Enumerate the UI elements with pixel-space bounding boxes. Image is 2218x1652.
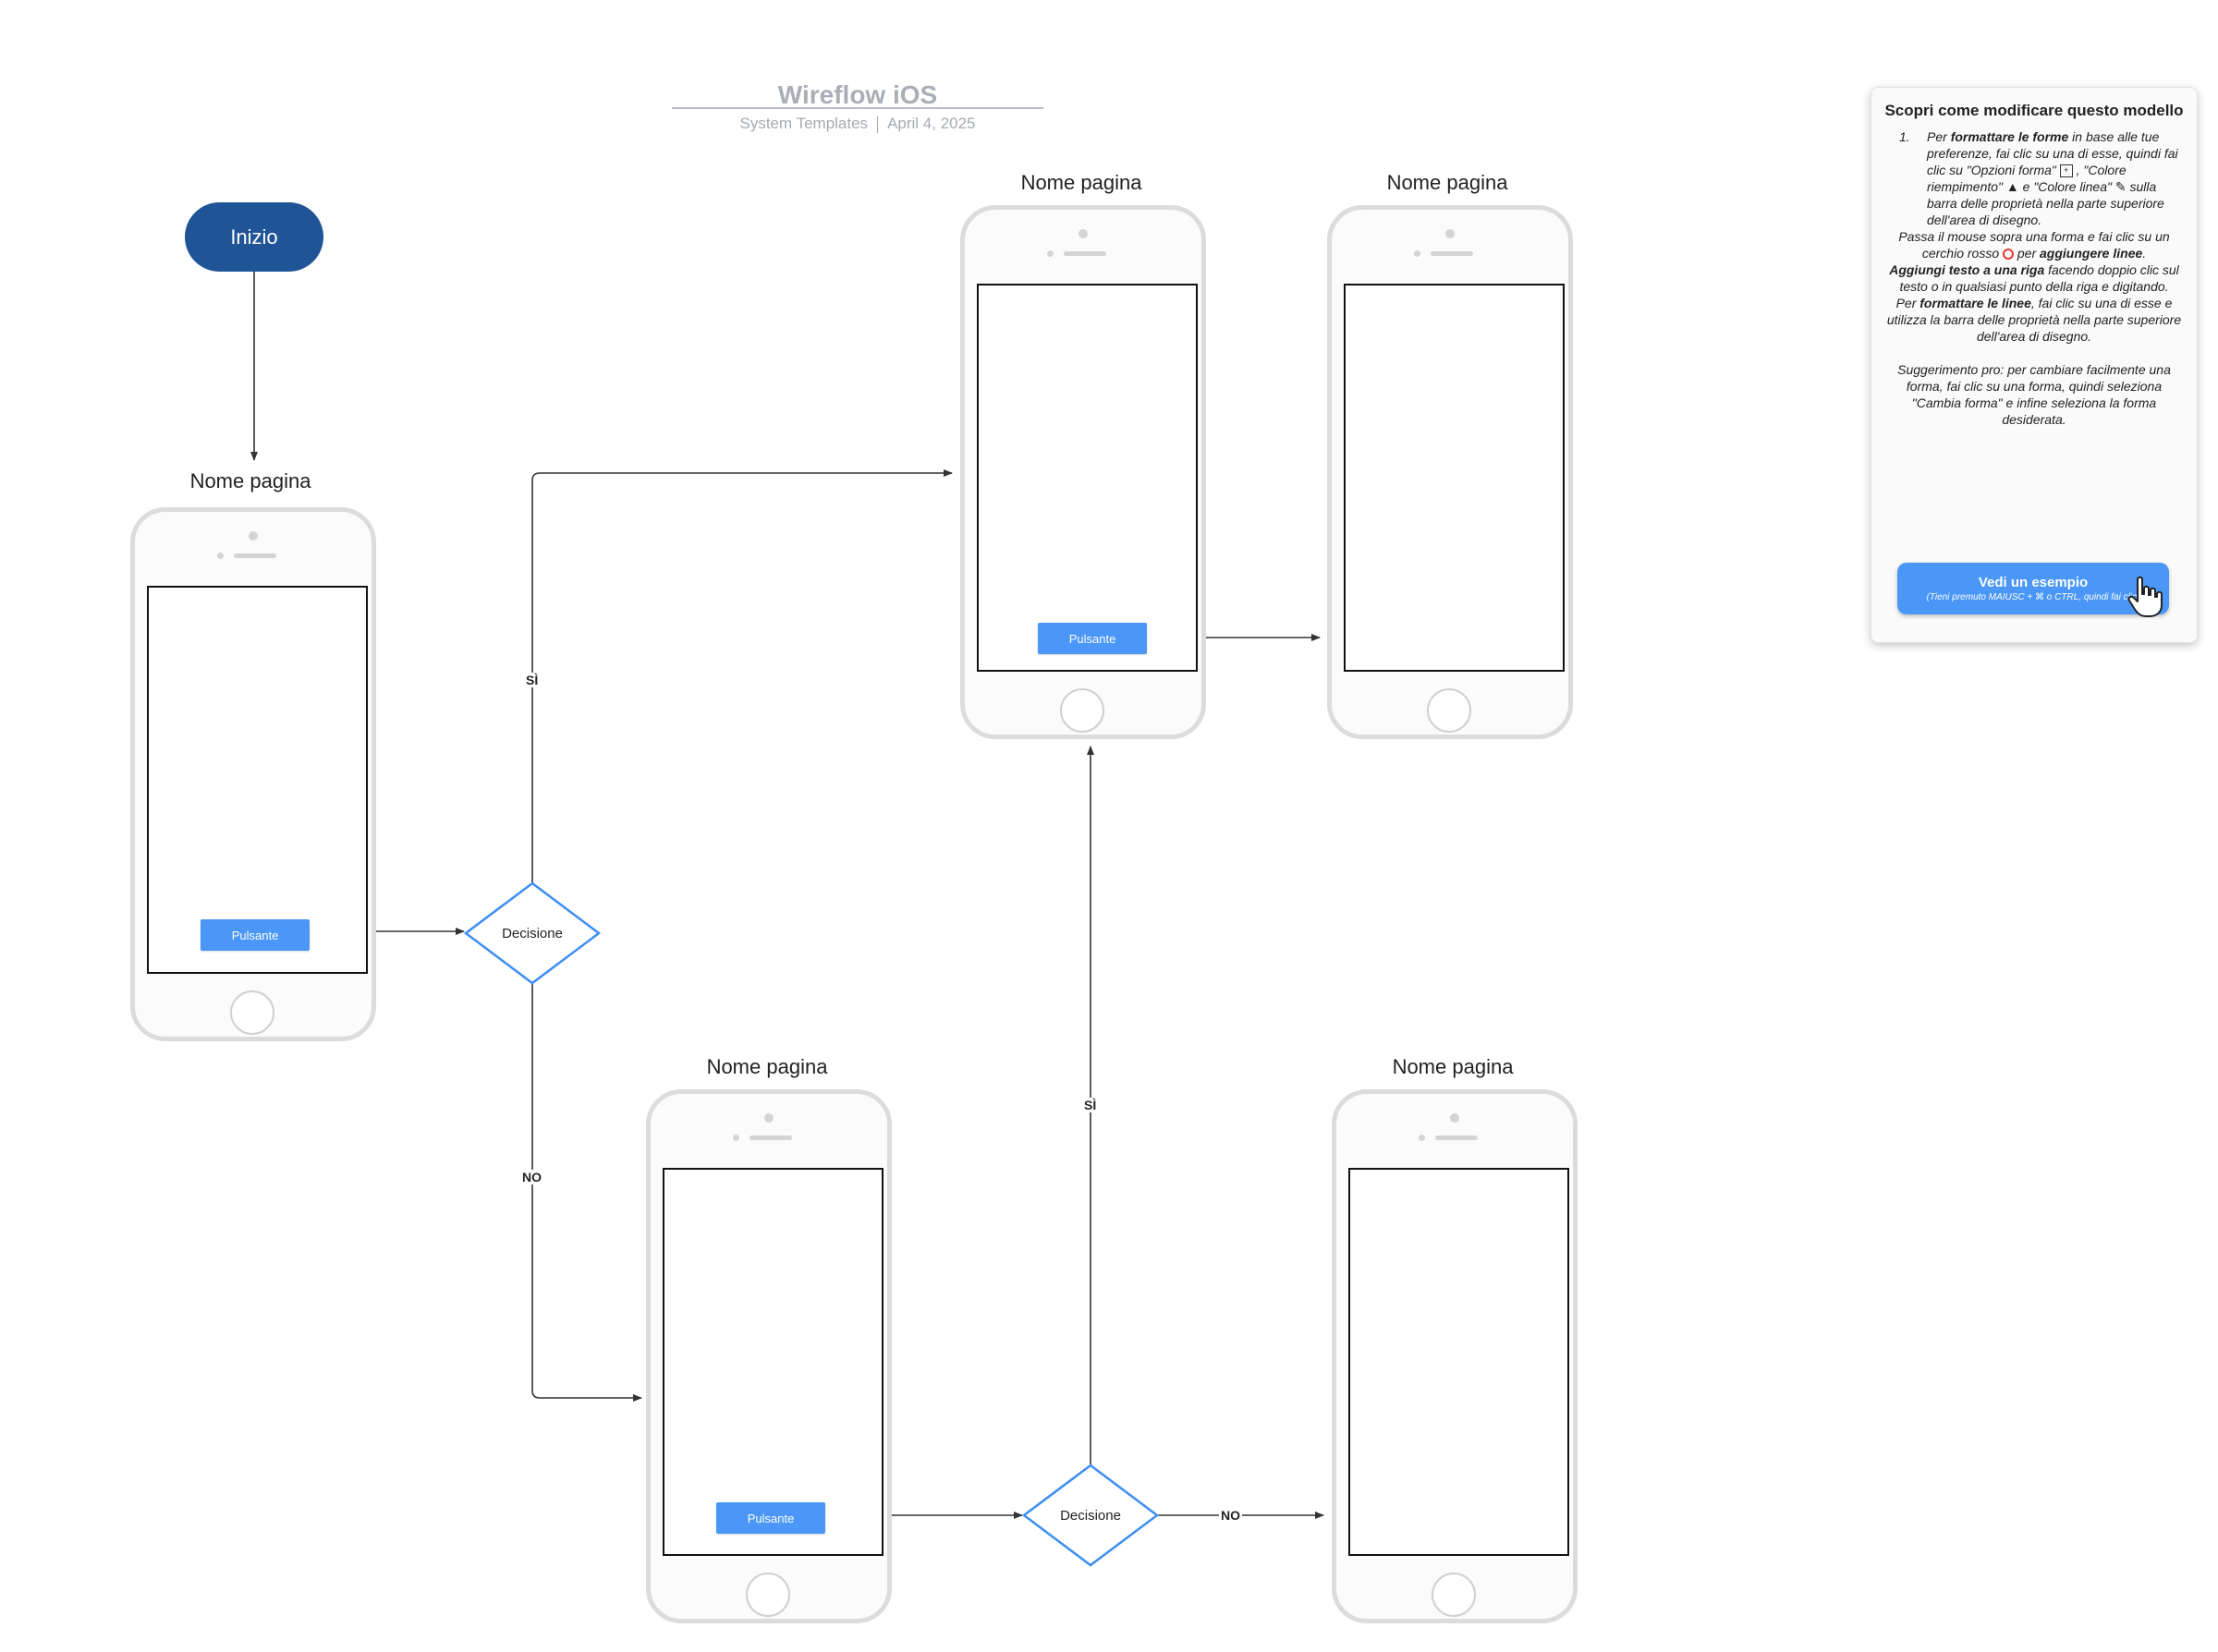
edge-label-no-1: NO (520, 1170, 543, 1184)
decision-diamond-2 (1021, 1464, 1160, 1567)
sensor-dot (217, 553, 224, 559)
camera-icon (249, 531, 258, 541)
sensor-dot (733, 1135, 739, 1141)
subtitle-source: System Templates (739, 115, 869, 132)
speaker-grille (1435, 1136, 1478, 1140)
diagram-title: Wireflow iOS (777, 80, 938, 109)
camera-icon (1079, 229, 1088, 238)
subtitle-separator (877, 115, 879, 133)
page-label-4: Nome pagina (706, 1055, 828, 1078)
phone-screen-1[interactable] (147, 586, 368, 974)
home-button-icon (746, 1573, 790, 1617)
phone-screen-2[interactable] (977, 284, 1198, 672)
red-circle-icon (2003, 249, 2014, 261)
connector-decision1-no (531, 981, 642, 1402)
page-label-5: Nome pagina (1392, 1055, 1514, 1078)
help-line-tip: Passa il mouse sopra una forma e fai cli… (1898, 229, 2170, 261)
phone-frame-5[interactable] (1332, 1089, 1578, 1623)
decision-diamond-1 (463, 881, 602, 985)
decision-label-2: Decisione (1060, 1508, 1121, 1524)
phone-frame-2[interactable] (960, 205, 1206, 739)
see-example-label: Vedi un esempio (1978, 575, 2089, 590)
speaker-grille (749, 1136, 792, 1140)
decision-label-1: Decisione (502, 926, 563, 941)
fill-color-icon: ▲ (2005, 179, 2019, 194)
speaker-grille (1431, 251, 1473, 256)
diagram-subtitle: System Templates April 4, 2025 (672, 115, 1043, 133)
page-label-2: Nome pagina (1020, 171, 1142, 194)
edge-label-no-2: NO (1219, 1508, 1242, 1523)
help-step-1: 1. Per formattare le forme in base alle … (1884, 128, 2184, 228)
edge-label-yes-1: SÌ (524, 673, 541, 687)
help-text-tip: Aggiungi testo a una riga facendo doppio… (1889, 262, 2179, 294)
home-button-icon (1432, 1573, 1476, 1617)
line-color-icon: ✎ (2114, 179, 2127, 194)
speaker-grille (234, 553, 276, 558)
help-step-number: 1. (1899, 129, 1910, 144)
page-label-3: Nome pagina (1386, 171, 1508, 194)
pulsante-button-2[interactable]: Pulsante (1038, 623, 1147, 654)
phone-screen-5[interactable] (1348, 1168, 1569, 1556)
page-label-1: Nome pagina (189, 469, 311, 492)
speaker-grille (1064, 251, 1106, 256)
help-pro-tip: Suggerimento pro: per cambiare facilment… (1897, 362, 2171, 427)
help-step-1-text: Per formattare le forme in base alle tue… (1927, 129, 2178, 227)
see-example-button[interactable]: Vedi un esempio (Tieni premuto MAIUSC + … (1897, 563, 2169, 614)
help-panel-body: 1. Per formattare le forme in base alle … (1884, 128, 2184, 428)
connector-decision1-yes (531, 469, 953, 883)
camera-icon (1450, 1113, 1459, 1123)
edge-label-yes-2: SÌ (1082, 1098, 1099, 1112)
pulsante-button-3[interactable]: Pulsante (716, 1502, 825, 1534)
hand-pointer-icon (2127, 576, 2163, 617)
title-divider (672, 107, 1043, 109)
phone-frame-1[interactable] (130, 507, 376, 1041)
home-button-icon (1427, 688, 1471, 733)
title-block: Wireflow iOS System Templates April 4, 20… (672, 79, 1043, 133)
see-example-hint: (Tieni premuto MAIUSC + ⌘ o CTRL, quindi… (1926, 592, 2140, 602)
start-terminator[interactable]: Inizio (185, 202, 323, 272)
phone-screen-4[interactable] (663, 1168, 884, 1556)
help-panel-title: Scopri come modificare questo modello (1884, 102, 2184, 119)
shape-options-icon: + (2059, 164, 2073, 178)
sensor-dot (1047, 250, 1054, 257)
sensor-dot (1419, 1135, 1425, 1141)
subtitle-date: April 4, 2025 (887, 115, 976, 132)
pulsante-button-1[interactable]: Pulsante (201, 919, 310, 951)
help-format-lines-tip: Per formattare le linee, fai clic su una… (1886, 296, 2182, 344)
home-button-icon (230, 990, 274, 1035)
phone-screen-3[interactable] (1344, 284, 1565, 672)
home-button-icon (1060, 688, 1104, 733)
sensor-dot (1414, 250, 1420, 257)
camera-icon (1445, 229, 1455, 238)
camera-icon (764, 1113, 774, 1123)
phone-frame-3[interactable] (1327, 205, 1573, 739)
phone-frame-4[interactable] (646, 1089, 892, 1623)
help-panel: Scopri come modificare questo modello 1.… (1871, 87, 2198, 643)
